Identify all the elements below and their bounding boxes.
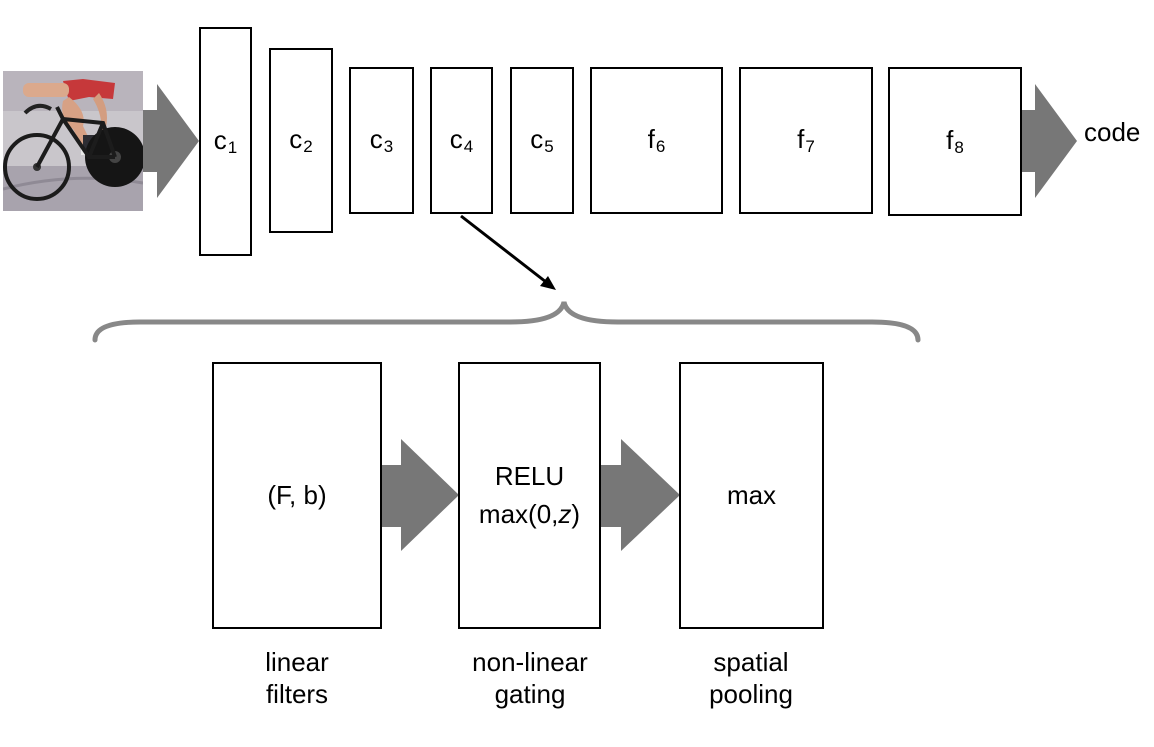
caption-linear-filters: linear filters bbox=[265, 647, 329, 709]
relu-box-content: RELU max(0,z) bbox=[479, 458, 580, 533]
max-pool-box: max bbox=[679, 362, 824, 629]
layer-c3: c3 bbox=[349, 67, 414, 214]
layer-c3-label: c3 bbox=[369, 124, 394, 156]
layer-c1: c1 bbox=[199, 27, 252, 256]
linear-filters-box: (F, b) bbox=[212, 362, 382, 629]
input-image-cyclist bbox=[3, 71, 143, 211]
layer-f6-label: f6 bbox=[647, 124, 666, 156]
filters-to-relu-arrow bbox=[381, 439, 459, 551]
relu-formula: max(0,z) bbox=[478, 498, 581, 529]
caption-spatial-pooling: spatial pooling bbox=[709, 647, 793, 709]
layer-f8-label: f8 bbox=[946, 125, 964, 157]
pool-box-label: max bbox=[726, 479, 777, 510]
output-code-label: code bbox=[1084, 117, 1141, 147]
relu-to-pool-arrow bbox=[601, 439, 680, 551]
expansion-brace bbox=[92, 301, 921, 343]
relu-box: RELU max(0,z) bbox=[458, 362, 601, 629]
layer-c2: c2 bbox=[269, 48, 333, 233]
layer-f8: f8 bbox=[888, 67, 1022, 216]
layer-f7-label: f7 bbox=[797, 124, 815, 156]
layer-f6: f6 bbox=[590, 67, 723, 214]
caption-non-linear-gating: non-linear gating bbox=[472, 647, 588, 709]
layer-c5-label: c5 bbox=[530, 124, 554, 156]
layer-c4-label: c4 bbox=[449, 124, 474, 156]
input-arrow bbox=[143, 84, 199, 198]
layer-f7: f7 bbox=[739, 67, 873, 214]
relu-title: RELU bbox=[494, 460, 565, 491]
layer-c4: c4 bbox=[430, 67, 493, 214]
layer-c2-label: c2 bbox=[289, 124, 313, 156]
c4-pointer-arrow bbox=[460, 214, 547, 284]
layer-c1-label: c1 bbox=[213, 125, 238, 157]
output-arrow bbox=[1021, 84, 1077, 198]
filters-box-label: (F, b) bbox=[267, 479, 327, 510]
layer-c5: c5 bbox=[510, 67, 574, 214]
